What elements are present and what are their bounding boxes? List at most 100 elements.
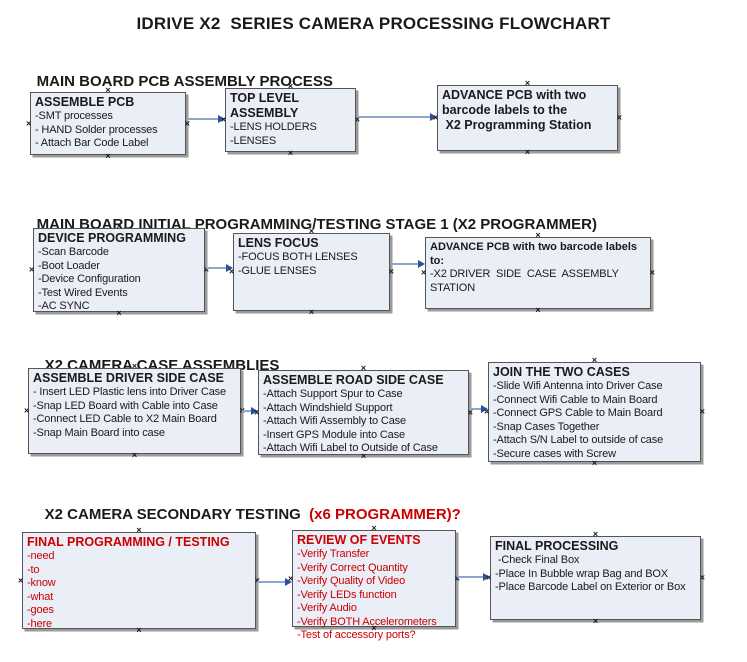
flow-box-top-level-assembly: TOP LEVEL ASSEMBLY -LENS HOLDERS-LENSES … bbox=[221, 82, 360, 158]
flow-box-lens-focus: LENS FOCUS -FOCUS BOTH LENSES-GLUE LENSE… bbox=[229, 227, 394, 317]
flow-box-final-processing: FINAL PROCESSING -Check Final Box-Place … bbox=[486, 530, 705, 626]
box-item: -GLUE LENSES bbox=[238, 264, 317, 277]
connector-arrow bbox=[457, 572, 490, 582]
box-item: -LENSES bbox=[230, 134, 277, 147]
connection-handle-icon: × bbox=[592, 529, 599, 539]
box-title: DEVICE PROGRAMMING bbox=[38, 231, 186, 245]
flow-box-join-the-two-cases: JOIN THE TWO CASES -Slide Wifi Antenna i… bbox=[484, 356, 705, 468]
box-item-list: -Verify Transfer-Verify Correct Quantity… bbox=[297, 548, 452, 643]
box-item: -Verify BOTH Accelerometers bbox=[297, 615, 437, 628]
box-item: -Test Wired Events bbox=[38, 286, 128, 299]
box-title: LENS FOCUS bbox=[238, 236, 319, 250]
box-item-list: -Scan Barcode-Boot Loader-Device Configu… bbox=[38, 246, 201, 314]
box-item-list: -Slide Wifi Antenna into Driver Case-Con… bbox=[493, 380, 697, 461]
arrow-line bbox=[257, 581, 287, 583]
box-item: -Test of accessory ports? bbox=[297, 629, 416, 641]
box-item: -need bbox=[27, 550, 55, 562]
arrow-head-icon bbox=[430, 112, 437, 121]
box-item: -Verify Transfer bbox=[297, 548, 370, 560]
box-item: -to bbox=[27, 563, 40, 576]
box-item: -Attach Wifi Assembly to Case bbox=[263, 415, 406, 427]
section-header-suffix: (x6 PROGRAMMER)? bbox=[300, 506, 461, 523]
box-item: -Connect LED Cable to X2 Main Board bbox=[33, 413, 217, 425]
box-item-list: -X2 DRIVER SIDE CASE ASSEMBLY STATION bbox=[430, 268, 647, 295]
box-title: JOIN THE TWO CASES bbox=[493, 365, 630, 379]
box-item: -Slide Wifi Antenna into Driver Case bbox=[493, 380, 663, 392]
arrow-line bbox=[242, 410, 253, 412]
box-item-list: -SMT processes- HAND Solder processes- A… bbox=[35, 110, 182, 151]
box-item: -Boot Loader bbox=[38, 259, 100, 272]
flow-box-assemble-driver-side-case: ASSEMBLE DRIVER SIDE CASE - Insert LED P… bbox=[24, 362, 245, 460]
connection-handle-icon: × bbox=[699, 406, 705, 417]
box-item: -Verify Correct Quantity bbox=[297, 561, 408, 574]
connector-arrow bbox=[391, 259, 425, 269]
connector-arrow bbox=[470, 404, 488, 414]
box-title: ASSEMBLE ROAD SIDE CASE bbox=[263, 373, 444, 387]
box-item: -here bbox=[27, 617, 52, 630]
box-item: -Check Final Box bbox=[495, 554, 580, 566]
box-item-list: -FOCUS BOTH LENSES-GLUE LENSES bbox=[238, 251, 386, 278]
arrow-line bbox=[187, 118, 220, 120]
connection-handle-icon: × bbox=[287, 148, 294, 158]
box-item: -Verify Quality of Video bbox=[297, 575, 406, 587]
box-item: -Scan Barcode bbox=[38, 246, 109, 258]
box-item: -LENS HOLDERS bbox=[230, 121, 317, 133]
arrow-line bbox=[391, 263, 420, 265]
connection-handle-icon: × bbox=[524, 147, 531, 157]
box-item: -Snap Cases Together bbox=[493, 420, 600, 433]
connection-handle-icon: × bbox=[591, 355, 598, 365]
connection-handle-icon: × bbox=[649, 267, 655, 278]
connection-handle-icon: × bbox=[592, 616, 599, 626]
connector-arrow bbox=[206, 263, 233, 273]
box-item: -SMT processes bbox=[35, 110, 113, 122]
connector-arrow bbox=[187, 114, 225, 124]
connection-handle-icon: × bbox=[308, 307, 315, 317]
flow-box-final-programming-testing: FINAL PROGRAMMING / TESTING -need-to-kno… bbox=[18, 526, 260, 635]
box-item: -Verify Audio bbox=[297, 602, 357, 614]
box-item-list: -Attach Support Spur to Case-Attach Wind… bbox=[263, 388, 465, 456]
box-item: - Insert LED Plastic lens into Driver Ca… bbox=[33, 386, 226, 398]
connection-handle-icon: × bbox=[26, 118, 32, 128]
box-title: ASSEMBLE DRIVER SIDE CASE bbox=[33, 371, 225, 385]
box-item: -what bbox=[27, 590, 54, 603]
arrow-head-icon bbox=[481, 404, 488, 413]
box-item: -Place In Bubble wrap Bag and BOX bbox=[495, 567, 668, 580]
flow-box-assemble-road-side-case: ASSEMBLE ROAD SIDE CASE -Attach Support … bbox=[254, 364, 473, 461]
box-item: -Device Configuration bbox=[38, 273, 141, 285]
box-item: -know bbox=[27, 577, 56, 589]
flow-box-device-programming: DEVICE PROGRAMMING -Scan Barcode-Boot Lo… bbox=[29, 222, 209, 318]
connection-handle-icon: × bbox=[616, 112, 622, 123]
box-title: FINAL PROGRAMMING / TESTING bbox=[27, 535, 230, 549]
connector-arrow bbox=[242, 406, 258, 416]
box-item: -Snap Main Board into case bbox=[33, 426, 165, 439]
box-item: -Attach Support Spur to Case bbox=[263, 388, 403, 400]
box-item: -Attach Wifi Label to Outside of Case bbox=[263, 442, 438, 454]
connection-handle-icon: × bbox=[131, 450, 138, 460]
arrow-head-icon bbox=[251, 406, 258, 415]
box-title: REVIEW OF EVENTS bbox=[297, 533, 421, 547]
connection-handle-icon: × bbox=[18, 575, 24, 585]
section-header-secondary-testing: X2 CAMERA SECONDARY TESTING (x6 PROGRAMM… bbox=[28, 489, 461, 540]
box-item-list: - Insert LED Plastic lens into Driver Ca… bbox=[33, 386, 237, 440]
box-item: -Attach S/N Label to outside of case bbox=[493, 434, 664, 446]
box-item: -goes bbox=[27, 604, 54, 616]
connection-handle-icon: × bbox=[524, 78, 531, 88]
box-item: -Attach Windshield Support bbox=[263, 401, 393, 414]
box-item: -Secure cases with Screw bbox=[493, 447, 616, 460]
arrow-line bbox=[470, 408, 483, 410]
connection-handle-icon: × bbox=[24, 405, 30, 416]
box-item: -X2 DRIVER SIDE CASE ASSEMBLY STATION bbox=[430, 268, 622, 294]
box-item-list: -Check Final Box-Place In Bubble wrap Ba… bbox=[495, 554, 697, 595]
box-title: ADVANCE PCB with two barcode labels to t… bbox=[442, 88, 592, 132]
connection-handle-icon: × bbox=[29, 264, 35, 275]
arrow-head-icon bbox=[226, 263, 233, 272]
connection-handle-icon: × bbox=[535, 305, 541, 315]
box-item: -Insert GPS Module into Case bbox=[263, 428, 405, 441]
box-item: -Connect Wifi Cable to Main Board bbox=[493, 393, 658, 406]
connection-handle-icon: × bbox=[421, 267, 427, 278]
arrow-head-icon bbox=[418, 259, 425, 268]
connector-arrow bbox=[257, 577, 292, 587]
page-title: IDRIVE X2 SERIES CAMERA PROCESSING FLOWC… bbox=[136, 14, 611, 33]
flow-box-advance-pcb-programming-station: ADVANCE PCB with two barcode labels to t… bbox=[433, 79, 622, 157]
flow-box-advance-pcb-case-assembly: ADVANCE PCB with two barcode labels to: … bbox=[421, 231, 655, 315]
